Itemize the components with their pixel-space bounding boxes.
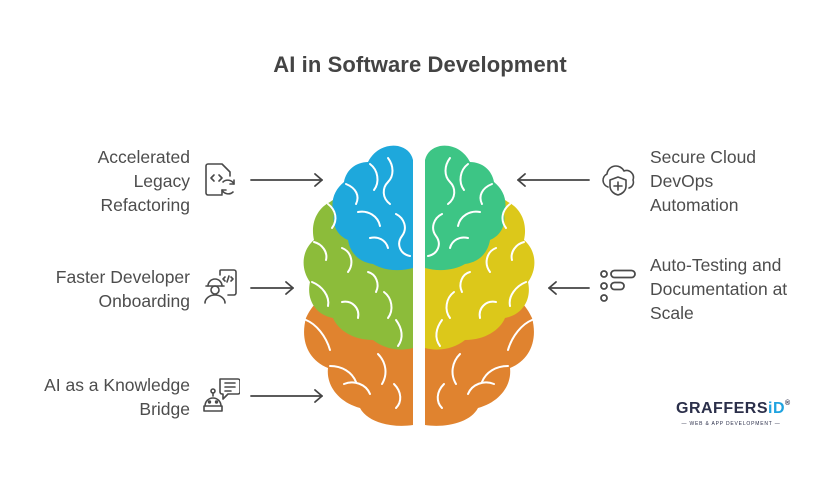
arrow-left-icon (517, 173, 590, 187)
arrow-right-icon (250, 389, 323, 403)
item-line: AI as a Knowledge (44, 375, 190, 395)
graffersid-logo: GRAFFERSiD® — WEB & APP DEVELOPMENT — (676, 400, 790, 432)
item-line: Accelerated (97, 147, 190, 167)
item-line: Automation (650, 195, 739, 215)
item-line: Faster Developer (55, 267, 190, 287)
developer-code-icon (204, 269, 237, 304)
logo-wordmark: GRAFFERSiD® (676, 400, 791, 418)
brain-left-frontal (332, 145, 413, 271)
item-faster-developer-onboarding: Faster Developer Onboarding (10, 265, 190, 313)
logo-registered: ® (785, 400, 791, 407)
page-title: AI in Software Development (273, 52, 567, 77)
brain-right-frontal (425, 145, 506, 271)
item-accelerated-legacy-refactoring: Accelerated Legacy Refactoring (10, 145, 190, 217)
item-line: Onboarding (98, 291, 190, 311)
item-ai-knowledge-bridge: AI as a Knowledge Bridge (10, 373, 190, 421)
cloud-shield-icon (602, 165, 635, 196)
brain-illustration (303, 145, 535, 426)
arrow-right-icon (250, 173, 323, 187)
item-line: Legacy (133, 171, 190, 191)
logo-prefix: GRAFFERS (676, 400, 768, 417)
logo-subtitle: — WEB & APP DEVELOPMENT — (681, 421, 781, 427)
item-line: Documentation at (650, 279, 788, 299)
logo-accent: iD (768, 400, 785, 417)
item-line: Secure Cloud (650, 147, 757, 167)
item-line: Auto-Testing and (650, 255, 782, 275)
item-line: Bridge (139, 399, 190, 419)
item-line: Refactoring (100, 195, 191, 215)
robot-chat-icon (203, 378, 240, 412)
arrow-right-icon (250, 281, 294, 295)
brain-gyri-lines (305, 157, 533, 409)
item-line: DevOps (650, 171, 714, 191)
list-toggle-icon (600, 269, 636, 302)
item-auto-testing-documentation: Auto-Testing and Documentation at Scale (650, 253, 830, 325)
arrow-left-icon (548, 281, 590, 295)
item-secure-cloud-devops: Secure Cloud DevOps Automation (650, 145, 830, 217)
code-file-refresh-icon (205, 163, 235, 196)
item-line: Scale (650, 303, 694, 323)
